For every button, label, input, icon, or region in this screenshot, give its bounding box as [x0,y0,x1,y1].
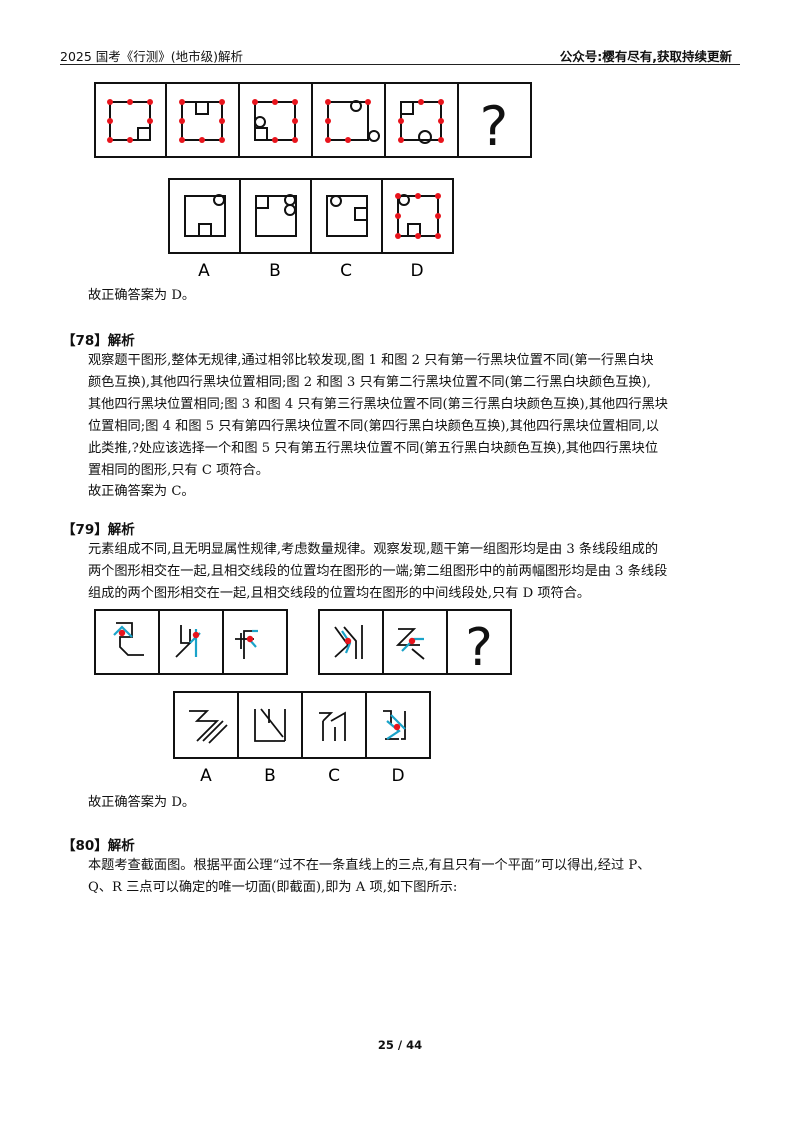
header-account-name: 樱有尽有 [602,49,653,64]
q79-question-mark: ? [465,618,493,677]
page-number: 25 / 44 [377,1038,423,1052]
q79-line: 组成的两个图形相交在一起,且相交线段的位置均在图形的中间线段处,只有 D 项符合… [88,586,591,601]
q77-answer: 故正确答案为 D。 [88,288,196,303]
q78-line: 此类推,?处应该选择一个和图 5 只有第五行黑块位置不同(第五行黑白块颜色互换)… [88,441,659,456]
q79-option-a-label: A [200,766,212,786]
q78-answer: 故正确答案为 C。 [88,484,195,499]
q77-option-a-label: A [198,261,210,280]
header-prefix: 公众号: [559,49,603,64]
q79-line: 元素组成不同,且无明显属性规律,考虑数量规律。观察发现,题干第一组图形均是由 3… [88,542,659,557]
q80-heading: 【80】解析 [62,838,135,854]
q78-line: 观察题干图形,整体无规律,通过相邻比较发现,图 1 和图 2 只有第一行黑块位置… [88,353,654,368]
q77-option-c-label: C [340,261,352,280]
header-divider [60,64,740,65]
q79-option-b-label: B [264,766,276,786]
q78-line: 置相同的图形,只有 C 项符合。 [88,463,269,478]
header-suffix: ,获取持续更新 [652,49,732,64]
q77-option-b-label: B [269,261,281,280]
q79-options-figure: A B C D [173,691,431,786]
q77-option-d-label: D [410,261,423,280]
q79-option-c-label: C [328,766,340,786]
q80-line: 本题考查截面图。根据平面公理“过不在一条直线上的三点,有且只有一个平面”可以得出… [88,858,651,873]
header-doc-title: 2025 国考《行测》(地市级)解析 [60,49,244,64]
page-header: 2025 国考《行测》(地市级)解析 公众号:樱有尽有,获取持续更新 [60,44,740,64]
q79-option-d-label: D [391,766,404,786]
q78-line: 位置相同;图 4 和图 5 只有第四行黑块位置不同(第四行黑白块颜色互换),其他… [88,419,659,434]
q78-heading: 【78】解析 [62,333,135,349]
q78-line: 其他四行黑块位置相同;图 3 和图 4 只有第三行黑块位置不同(第三行黑白块颜色… [88,397,668,412]
q79-answer: 故正确答案为 D。 [88,795,196,810]
q79-heading: 【79】解析 [62,522,135,538]
q77-question-mark: ? [480,95,509,158]
q77-question-figure: ? [94,82,532,158]
q78-line: 颜色互换),其他四行黑块位置相同;图 2 和图 3 只有第二行黑块位置不同(第二… [88,375,651,390]
q77-options-figure: A B C D [168,178,454,280]
q79-line: 两个图形相交在一起,且相交线段的位置均在图形的一端;第二组图形中的前两幅图形均是… [88,564,668,579]
header-wechat-note: 公众号:樱有尽有,获取持续更新 [560,46,732,65]
q79-question-figure: ? [94,609,512,677]
q80-line: Q、R 三点可以确定的唯一切面(即截面),即为 A 项,如下图所示: [88,880,458,895]
